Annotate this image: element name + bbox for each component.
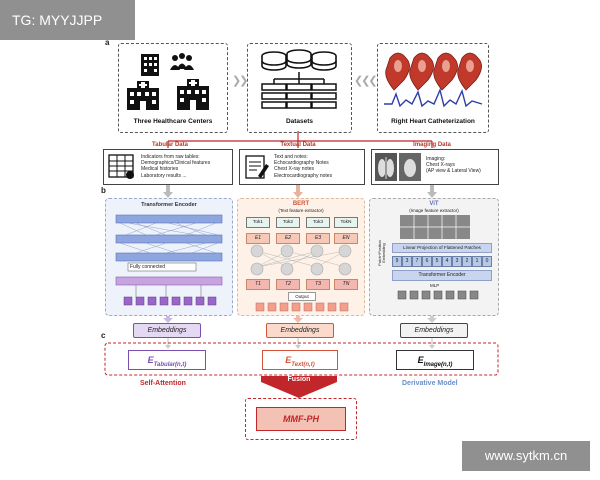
- image-e-subscript: Image(n,t): [423, 361, 453, 368]
- panel-label-c: c: [101, 331, 106, 340]
- vit-subtitle: (Image feature extractor): [409, 208, 459, 213]
- imaging-data-box: Imaging: Chest X-rays (AP view & Lateral…: [371, 149, 499, 185]
- bert-output-2: T2: [276, 279, 300, 290]
- vit-patch-5: 5: [432, 256, 442, 267]
- rhc-label: Right Heart Catheterization: [391, 118, 475, 125]
- vit-pos-label: Patch+Position Embedding: [378, 240, 386, 266]
- watermark-top-left: TG: MYYJJPP: [0, 0, 135, 40]
- vit-patch-7: 7: [412, 256, 422, 267]
- tabular-e-subscript: Tabular(n,t): [153, 361, 187, 368]
- bert-layers-diagram: [250, 244, 352, 276]
- vit-patch-0: 0: [482, 256, 492, 267]
- centers-label: Three Healthcare Centers: [133, 118, 213, 125]
- database-icon: [261, 49, 337, 109]
- fusion-label: Fusion: [287, 376, 311, 383]
- bert-subtitle: (Text feature extractor): [278, 208, 324, 213]
- hospital-buildings-icon: [127, 53, 209, 110]
- tabular-line-3: Medical histories: [141, 166, 179, 173]
- bert-embed-2: E2: [276, 233, 300, 244]
- derivative-model-label: Derivative Model: [402, 380, 458, 387]
- textual-line-2: Echocardiography Notes: [274, 160, 329, 167]
- datasets-label: Datasets: [285, 118, 314, 125]
- imaging-line-2: Chest X-rays: [426, 162, 455, 169]
- vit-patch-3: 3: [402, 256, 412, 267]
- tabular-embeddings-box: Embeddings: [133, 323, 201, 338]
- bert-token-3: Tok3: [306, 217, 330, 228]
- textual-data-title: Textual Data: [280, 142, 316, 148]
- vit-panel: ViT (Image feature extractor) Patch+Posi…: [369, 198, 499, 316]
- rhc-box: Right Heart Catheterization: [377, 43, 489, 133]
- bert-token-n: TokN: [334, 217, 358, 228]
- panel-label-b: b: [101, 186, 106, 195]
- bert-token-2: Tok2: [276, 217, 300, 228]
- bert-embed-n: EN: [334, 233, 358, 244]
- xray-patch-grid: [400, 215, 470, 239]
- text-embeddings-box: Embeddings: [266, 323, 334, 338]
- vit-patch-6: 6: [422, 256, 432, 267]
- datasets-box: Datasets: [247, 43, 352, 133]
- bert-output-n: TN: [334, 279, 358, 290]
- vit-patch-2: 2: [462, 256, 472, 267]
- vit-patch-4: 4: [442, 256, 452, 267]
- tabular-data-box: Indicators from raw tables: Demographics…: [103, 149, 233, 185]
- mmf-ph-box: MMF-PH: [256, 407, 346, 431]
- textual-line-4: Electrocardiography notes: [274, 172, 333, 179]
- vit-title: ViT: [429, 201, 439, 207]
- vit-patch-3b: 3: [452, 256, 462, 267]
- healthcare-centers-box: Three Healthcare Centers: [118, 43, 228, 133]
- tabular-line-1: Indicators from raw tables:: [141, 154, 200, 160]
- chevron-right-icon: ❮❮❮: [354, 75, 378, 87]
- image-e-symbol: E: [417, 355, 424, 365]
- textual-line-1: Text and notes:: [274, 154, 308, 160]
- vit-patch-1: 1: [472, 256, 482, 267]
- watermark-bottom-right: www.sytkm.cn: [462, 441, 590, 471]
- heart-catheterization-icon: [384, 52, 483, 108]
- textual-line-3: Chest X-ray notes: [274, 166, 315, 173]
- bert-token-1: Tok1: [246, 217, 270, 228]
- tabular-e-symbol: E: [147, 355, 154, 365]
- text-e-symbol: E: [285, 355, 292, 365]
- bert-output-3: T3: [306, 279, 330, 290]
- tabular-embedding-vector: ETabular(n,t): [128, 350, 206, 370]
- vit-projection-bar: Linear Projection of Flattened Patches: [392, 243, 492, 253]
- bert-panel: BERT (Text feature extractor) Tok1 Tok2 …: [237, 198, 365, 316]
- tabular-line-2: Demographics/Clinical features: [141, 160, 211, 167]
- bert-title: BERT: [292, 201, 310, 207]
- transformer-encoder-panel: Transformer Encoder Fully connected: [105, 198, 233, 316]
- textual-data-box: Text and notes: Echocardiography Notes C…: [239, 149, 365, 185]
- panel-label-a: a: [105, 38, 110, 47]
- chest-xray-icon: [375, 153, 421, 181]
- table-icon: [108, 154, 134, 179]
- self-attention-label: Self-Attention: [140, 380, 186, 387]
- bert-output-blocks: [255, 302, 349, 312]
- imaging-line-3: (AP view & Lateral View): [426, 168, 481, 175]
- tabular-data-title: Tabular Data: [152, 142, 188, 148]
- imaging-line-1: Imaging:: [426, 156, 446, 162]
- mmf-ph-label: MMF-PH: [283, 414, 319, 424]
- bert-embed-3: E3: [306, 233, 330, 244]
- transformer-network-diagram: [115, 214, 223, 306]
- image-embeddings-box: Embeddings: [400, 323, 468, 338]
- output-frame: MMF-PH: [245, 398, 357, 440]
- vit-output-blocks: [397, 290, 479, 300]
- notes-icon: [245, 155, 269, 179]
- bert-output-1: T1: [246, 279, 270, 290]
- transformer-encoder-title: Transformer Encoder: [141, 202, 197, 208]
- text-e-subscript: Text(n,t): [291, 361, 315, 368]
- vit-patch-9: 9: [392, 256, 402, 267]
- text-embedding-vector: EText(n,t): [262, 350, 338, 370]
- vit-transformer-bar: Transformer Encoder: [392, 270, 492, 281]
- vit-mlp-label: MLP: [430, 283, 440, 288]
- bert-embed-1: E1: [246, 233, 270, 244]
- fusion-arrow-icon: [261, 376, 337, 398]
- tabular-line-4: Laboratory results ...: [141, 172, 187, 179]
- fully-connected-label: Fully connected: [130, 264, 166, 270]
- image-embedding-vector: EImage(n,t): [396, 350, 474, 370]
- imaging-data-title: Imaging Data: [413, 142, 451, 148]
- bert-output-bar: Output: [288, 292, 316, 301]
